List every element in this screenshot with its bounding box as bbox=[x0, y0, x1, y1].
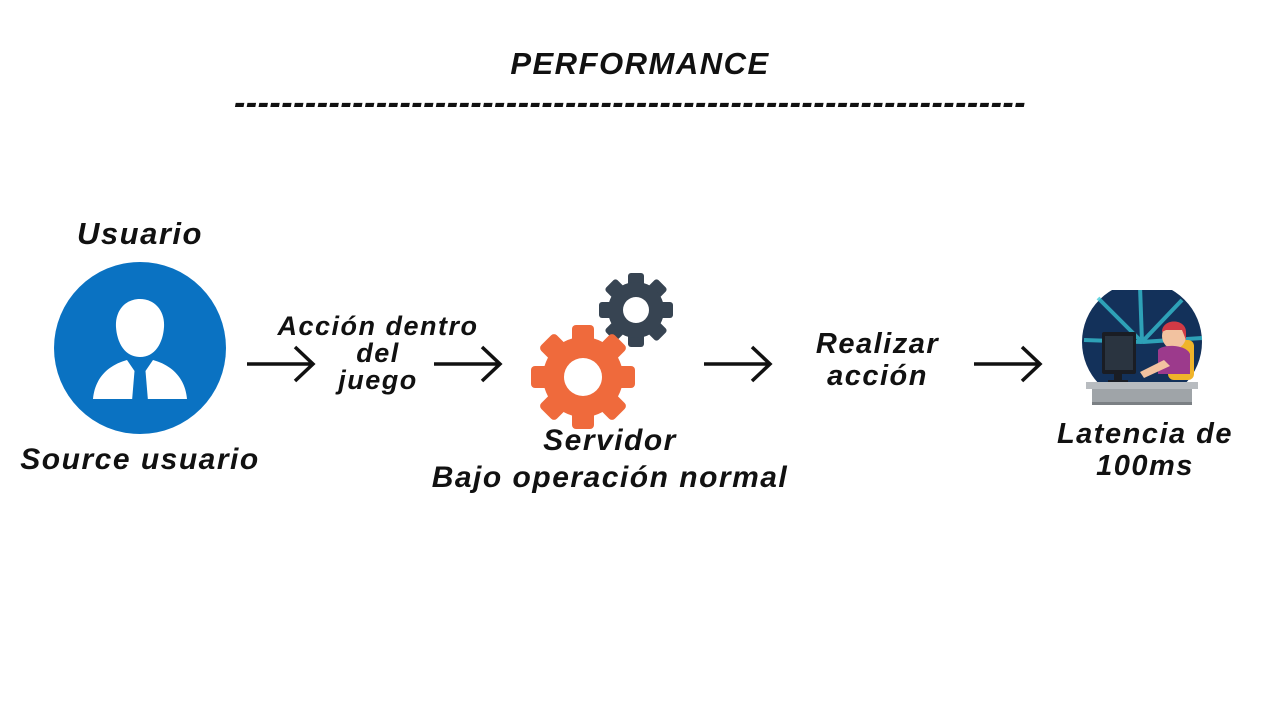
user-subtitle: Source usuario bbox=[20, 443, 260, 476]
server-label: Servidor bbox=[543, 424, 677, 457]
gamer-at-computer-icon bbox=[1082, 290, 1203, 405]
arrow-right-icon bbox=[704, 345, 773, 383]
page-title: PERFORMANCE bbox=[510, 46, 770, 81]
arrow-right-icon bbox=[974, 345, 1043, 383]
orange-gear-icon bbox=[531, 325, 635, 429]
user-avatar-icon bbox=[54, 262, 226, 434]
arrow-right-icon bbox=[434, 345, 503, 383]
title-divider: ----------------------------------------… bbox=[233, 84, 1027, 122]
arrow-right-icon bbox=[247, 345, 316, 383]
server-subtitle: Bajo operación normal bbox=[431, 461, 789, 494]
user-label: Usuario bbox=[77, 216, 203, 251]
dark-gear-icon bbox=[599, 273, 673, 347]
